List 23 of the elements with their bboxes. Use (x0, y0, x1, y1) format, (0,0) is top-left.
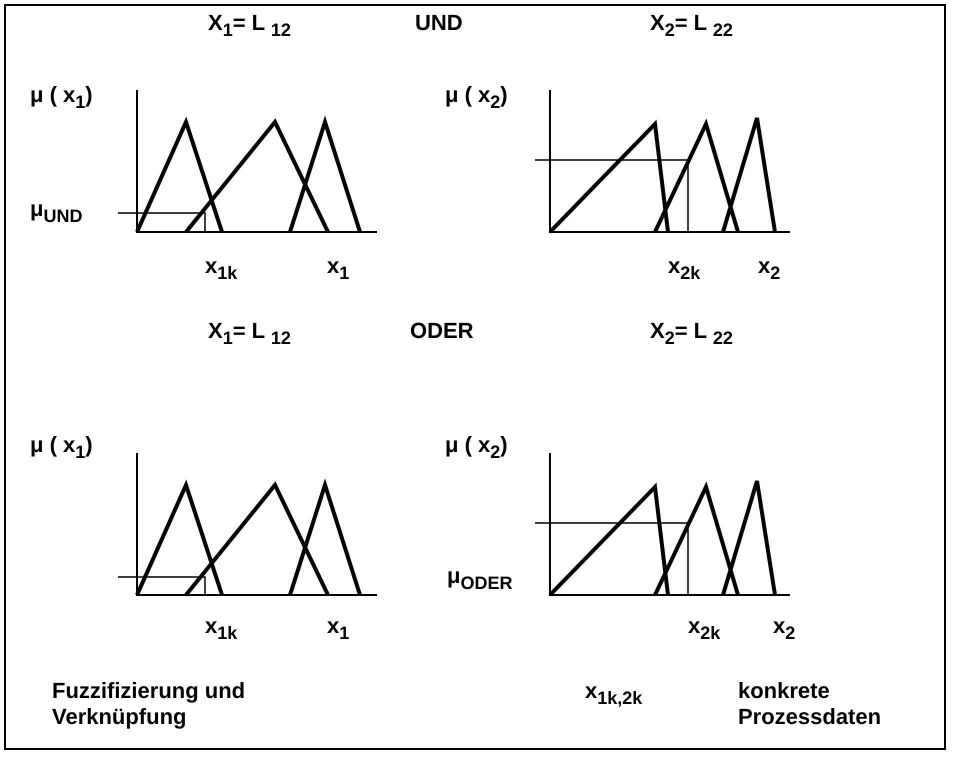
input-value-label: x$_{2k}$ (688, 613, 720, 645)
caption: konkrete Prozessdaten (738, 678, 882, 731)
axis-label: x$_{1}$ (327, 253, 350, 285)
axis-label: x$_{2}$ (773, 613, 796, 645)
input-value-label: x$_{1k,2k}$ (585, 678, 642, 710)
input-value-label: x$_{1k}$ (205, 613, 238, 645)
input-value-label: x$_{2k}$ (668, 253, 700, 285)
input-value-label: x$_{1k}$ (205, 253, 238, 285)
axis-label: μ ( x$_{2}$) (445, 82, 508, 114)
heading: UND (415, 10, 463, 36)
heading: ODER (410, 318, 474, 344)
axis-label: μ ( x$_{1}$) (30, 432, 93, 464)
heading: X$_{1}$= L $_{12}$ (208, 318, 291, 350)
level-label: μ$_{ODER}$ (447, 563, 512, 595)
axis-label: μ ( x$_{2}$) (445, 432, 508, 464)
axis-label: μ ( x$_{1}$) (30, 82, 93, 114)
axis-label: x$_{2}$ (758, 253, 780, 285)
level-label: μ$_{UND}$ (30, 196, 82, 228)
heading: X$_{2}$= L $_{22}$ (650, 10, 733, 42)
heading: X$_{2}$= L $_{22}$ (650, 318, 733, 350)
heading: X$_{1}$= L $_{12}$ (208, 10, 291, 42)
axis-label: x$_{1}$ (327, 613, 350, 645)
caption: Fuzzifizierung und Verknüpfung (52, 678, 246, 731)
